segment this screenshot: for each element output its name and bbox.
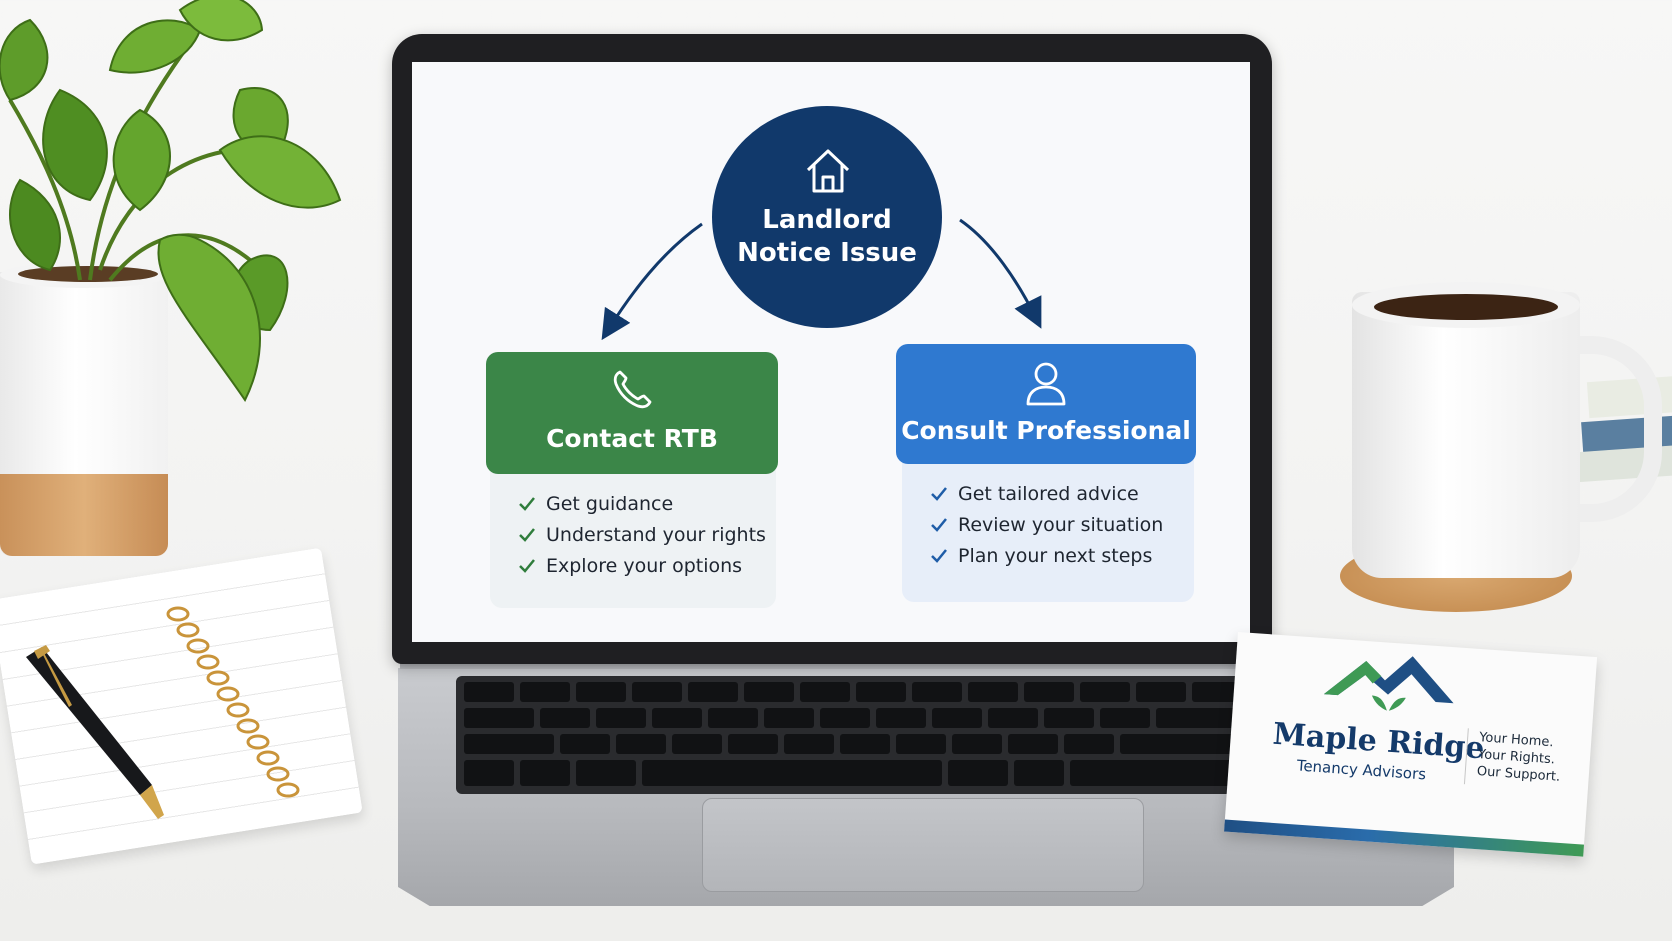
root-node: Landlord Notice Issue xyxy=(712,106,942,328)
check-icon xyxy=(519,496,535,511)
keyboard-keys xyxy=(464,682,1288,786)
plant-pot-base xyxy=(0,474,168,556)
pen xyxy=(26,645,164,819)
mountain-leaf-logo xyxy=(1323,656,1454,711)
business-card: Maple Ridge Tenancy Advisors Your Home. … xyxy=(1224,632,1598,857)
check-icon xyxy=(519,558,535,573)
laptop-trackpad xyxy=(702,798,1144,892)
check-icon xyxy=(931,517,947,532)
contact-rtb-title: Contact RTB xyxy=(546,424,718,453)
flow-arrows xyxy=(601,218,1042,341)
contact-rtb-card: Contact RTB xyxy=(486,352,778,474)
arrow-to-consult-professional xyxy=(959,218,1042,329)
consult-professional-list: Get tailored advice Review your situatio… xyxy=(930,478,1163,571)
check-icon xyxy=(931,486,947,501)
notebook-spiral xyxy=(166,606,300,798)
laptop-keyboard xyxy=(456,676,1296,794)
laptop-screen: Landlord Notice Issue Get guidance Under… xyxy=(412,62,1250,642)
list-item: Plan your next steps xyxy=(930,540,1163,571)
consult-professional-card: Consult Professional xyxy=(896,344,1196,464)
coffee-mug xyxy=(1352,292,1580,578)
contact-rtb-list: Get guidance Understand your rights Expl… xyxy=(518,488,766,581)
consult-professional-list-panel: Get tailored advice Review your situatio… xyxy=(902,452,1194,602)
list-item: Review your situation xyxy=(930,509,1163,540)
phone-icon xyxy=(613,370,652,409)
root-node-label: Landlord Notice Issue xyxy=(737,205,917,268)
check-icon xyxy=(931,548,947,563)
coffee xyxy=(1374,294,1558,320)
list-item: Understand your rights xyxy=(518,519,766,550)
house-icon xyxy=(806,149,850,193)
plant-soil xyxy=(18,266,158,282)
list-item: Get guidance xyxy=(518,488,766,519)
plant-leaves xyxy=(0,0,342,402)
list-item: Explore your options xyxy=(518,550,766,581)
contact-rtb-list-panel: Get guidance Understand your rights Expl… xyxy=(490,462,776,608)
user-icon xyxy=(1026,362,1066,406)
consult-professional-title: Consult Professional xyxy=(901,416,1191,445)
check-icon xyxy=(519,527,535,542)
business-tagline: Your Home. Your Rights. Our Support. xyxy=(1476,730,1561,785)
list-item: Get tailored advice xyxy=(930,478,1163,509)
arrow-to-contact-rtb xyxy=(601,222,703,341)
